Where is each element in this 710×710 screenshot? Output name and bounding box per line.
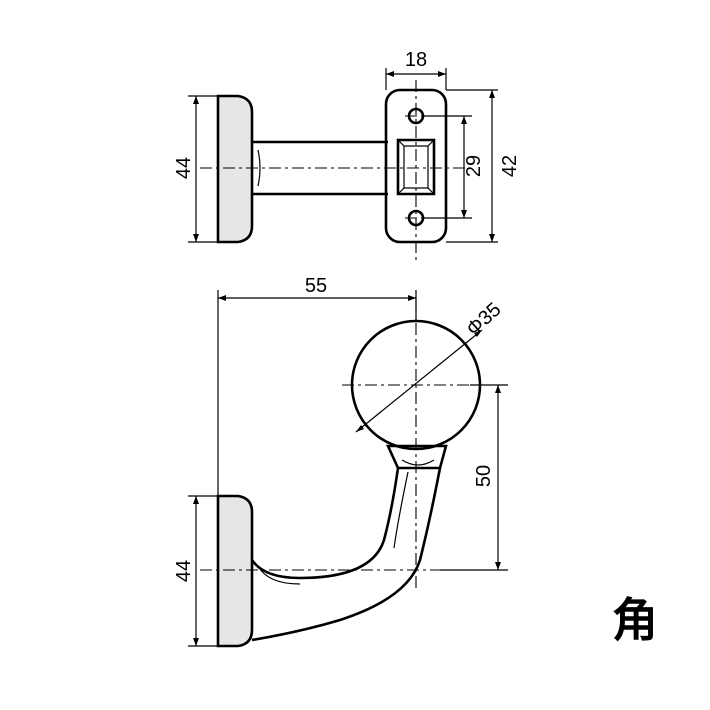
- dim-top-total-height: 42: [499, 155, 521, 177]
- dim-side-length: 55: [305, 275, 327, 297]
- dim-side-left-height: 44: [173, 560, 195, 582]
- side-arm: [250, 467, 442, 642]
- side-neck: [385, 444, 448, 470]
- side-view: 55 Φ35 50 44: [173, 275, 508, 648]
- top-shaft: [252, 140, 388, 196]
- top-wall-plate: [216, 94, 254, 244]
- dim-ball-height: 50: [473, 465, 495, 487]
- dim-top-left-height: 44: [173, 157, 195, 179]
- dim-top-hole-spacing: 29: [463, 155, 485, 177]
- dim-top-width: 18: [405, 49, 427, 71]
- top-view: 18 44 29 42: [173, 49, 521, 262]
- shape-label: 角: [612, 593, 658, 647]
- dim-ball-diameter: Φ35: [462, 299, 505, 341]
- side-wall-plate: [216, 494, 254, 648]
